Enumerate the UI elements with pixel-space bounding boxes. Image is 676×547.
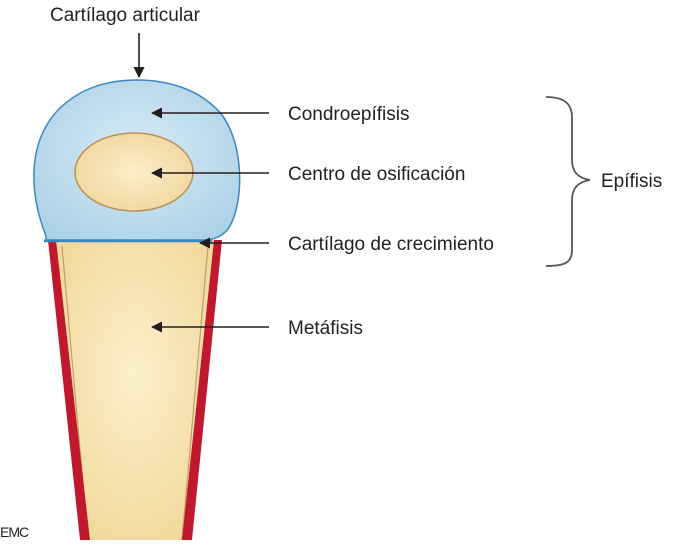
epiphysis-brace [545,96,591,267]
ossification-center [74,132,194,212]
label-cartilago-articular: Cartílago articular [50,5,201,26]
label-centro-osificacion: Centro de osificación [288,164,465,185]
label-metafisis: Metáfisis [288,318,363,339]
emc-logo: EMC [0,524,29,540]
cortex-right [182,240,222,540]
cortex-left [48,240,90,540]
label-cartilago-crecimiento: Cartílago de crecimiento [288,234,494,255]
label-condroepifisis: Condroepífisis [288,104,409,125]
label-epifisis: Epífisis [601,171,662,192]
